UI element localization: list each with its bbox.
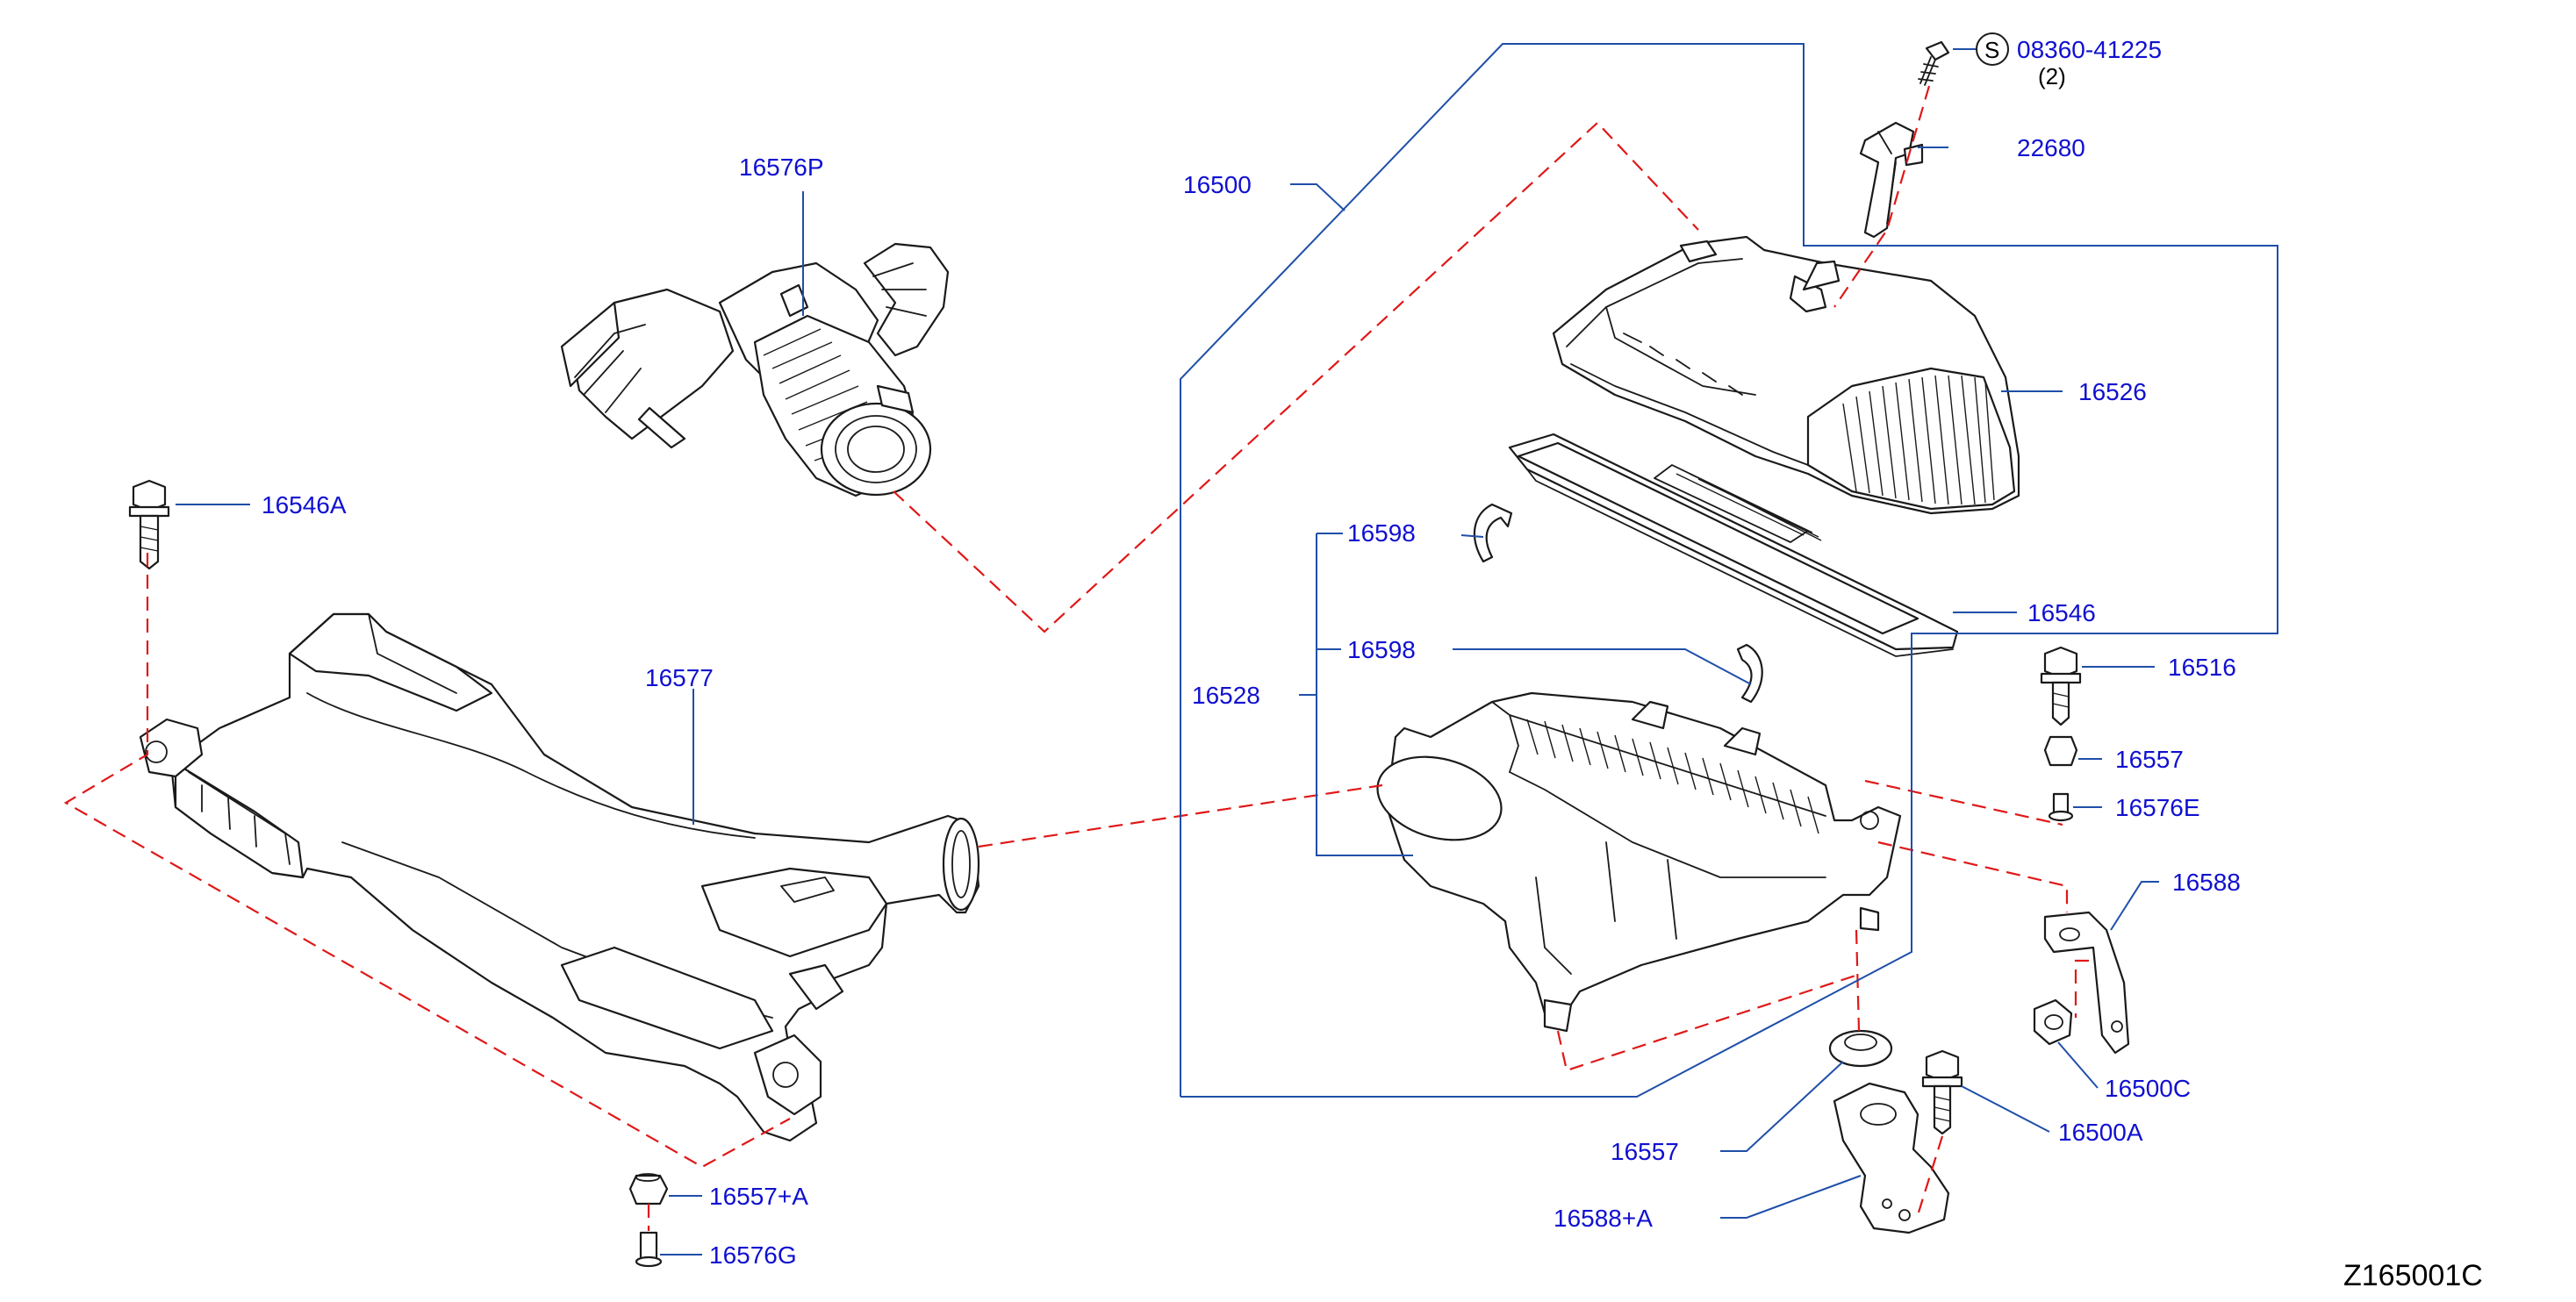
dash-bottom-mount <box>1556 972 1862 1072</box>
collar-16576E[interactable] <box>2048 792 2074 822</box>
bolt-16516[interactable] <box>2040 646 2082 726</box>
label-16588A: 16588+A <box>1553 1205 1653 1232</box>
dash-duct-outline <box>63 553 791 1169</box>
label-16526: 16526 <box>2078 378 2147 405</box>
leader-lines <box>176 43 2278 1256</box>
bracket-16528 <box>1316 533 1413 856</box>
nut-16500C[interactable] <box>2033 998 2073 1046</box>
label-16598-mid: 16598 <box>1347 636 1416 663</box>
clip-16598-upper[interactable] <box>1473 503 1513 563</box>
air-inlet-duct-16577[interactable] <box>139 612 980 1142</box>
label-08360-quantity: (2) <box>2038 63 2066 89</box>
dash-right-mount <box>1864 779 2063 826</box>
leader-16588A <box>1720 1175 1862 1219</box>
assembly-outline-16500 <box>1180 43 2278 1098</box>
air-cleaner-upper-case-16526[interactable] <box>1552 235 2020 515</box>
leader-16598-top <box>1460 534 1484 538</box>
label-16546A: 16546A <box>262 491 347 519</box>
air-duct-hose-16576P[interactable] <box>560 242 950 497</box>
part-labels: 16576P 16500 S 08360-41225 (2) 22680 165… <box>262 36 2483 1292</box>
leader-16500 <box>1290 183 1345 211</box>
label-16557-right: 16557 <box>2115 746 2184 773</box>
label-16528: 16528 <box>1192 682 1260 709</box>
leader-16500A <box>1961 1085 2050 1133</box>
leader-16557-bottom <box>1720 1061 1844 1152</box>
mass-air-flow-sensor-22680[interactable] <box>1859 121 1924 239</box>
leader-16598-mid <box>1453 648 1752 685</box>
label-16516: 16516 <box>2168 654 2236 681</box>
dash-hose-to-case <box>893 121 1699 633</box>
leader-16588 <box>2110 881 2159 931</box>
collar-16576G[interactable] <box>635 1231 663 1268</box>
label-16576E: 16576E <box>2115 794 2200 821</box>
air-filter-element-16546[interactable] <box>1508 433 1959 657</box>
grommet-16557A[interactable] <box>628 1173 669 1205</box>
leader-16500C <box>2057 1041 2099 1089</box>
air-cleaner-lower-case-16528[interactable] <box>1368 691 1902 1033</box>
label-16557-bottom: 16557 <box>1611 1138 1679 1165</box>
diagram-code: Z165001C <box>2343 1259 2483 1292</box>
label-08360-41225: 08360-41225 <box>2017 36 2162 63</box>
grommet-16557-right[interactable] <box>2043 735 2078 767</box>
label-16500A: 16500A <box>2058 1119 2143 1146</box>
dash-16500A-bracket <box>1916 1135 1944 1216</box>
clip-16598-lower[interactable] <box>1736 643 1763 704</box>
s-symbol-letter: S <box>1984 37 1999 63</box>
label-22680: 22680 <box>2017 134 2085 161</box>
label-16500: 16500 <box>1183 171 1252 198</box>
screw-08360-41225[interactable] <box>1918 40 1950 86</box>
label-16500C: 16500C <box>2105 1075 2191 1102</box>
label-16588: 16588 <box>2172 869 2241 896</box>
dash-16588-nut <box>2074 959 2089 1018</box>
label-16557A: 16557+A <box>709 1183 808 1210</box>
label-16598-top: 16598 <box>1347 519 1416 547</box>
bracket-16588A[interactable] <box>1833 1082 1950 1234</box>
label-16576G: 16576G <box>709 1241 797 1269</box>
label-16546: 16546 <box>2027 599 2096 626</box>
s-symbol-circle <box>1976 32 2009 66</box>
bracket-16588[interactable] <box>2043 911 2130 1055</box>
dash-bracket-mount <box>1877 841 2069 912</box>
dash-sensor-screw <box>1833 85 1931 308</box>
bolt-16546A[interactable] <box>128 479 170 570</box>
bolt-16500A[interactable] <box>1921 1049 1963 1135</box>
label-16576P: 16576P <box>739 154 824 181</box>
grommet-16557-bottom[interactable] <box>1828 1029 1893 1068</box>
label-16577: 16577 <box>645 664 714 691</box>
